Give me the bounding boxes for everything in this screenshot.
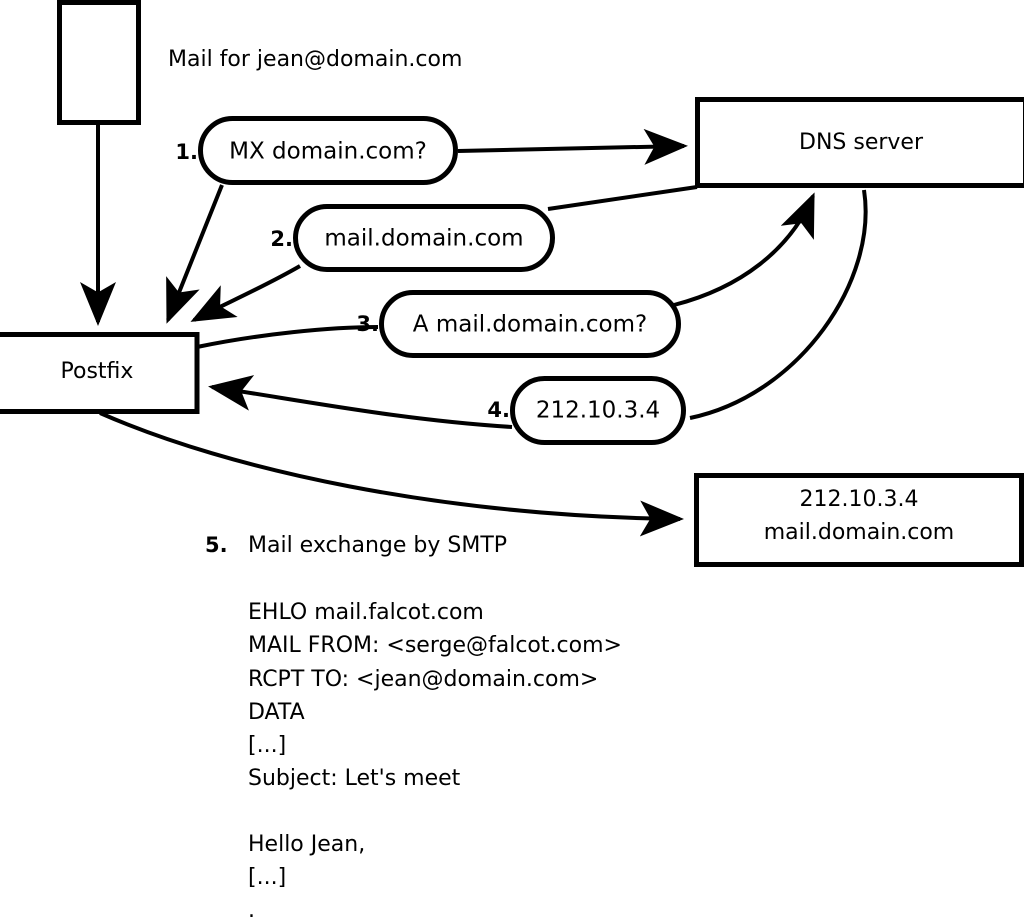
transcript-line: [...] [248,865,286,890]
bubble-step-1-label: MX domain.com? [229,139,427,165]
transcript-line: MAIL FROM: <serge@falcot.com> [248,633,622,658]
step-2-number: 2. [270,227,293,251]
edge-postfix-to-step3 [196,325,379,349]
step-5-number: 5. [205,533,228,557]
edge-dns-to-step4 [689,189,868,420]
edge-step4-to-postfix [208,375,513,429]
remote-mx-hostname: mail.domain.com [764,520,955,545]
sender-box [57,0,141,125]
edge-step1-to-dns [457,128,688,165]
step-5-label: Mail exchange by SMTP [248,533,507,558]
postfix-label: Postfix [61,359,134,384]
diagram-title-text: Mail for jean@domain.com [168,47,462,72]
transcript-line: RCPT TO: <jean@domain.com> [248,667,598,692]
transcript-line: Subject: Let's meet [248,766,461,791]
bubble-step-1 [198,116,458,185]
step-4-number: 4. [487,398,510,422]
transcript-line: [...] [248,733,286,758]
remote-mx-ip: 212.10.3.4 [800,487,919,512]
postfix-box [0,332,200,414]
edge-postfix-to-step1 [166,184,224,324]
bubble-step-3-label: A mail.domain.com? [413,312,647,338]
bubble-step-2 [293,204,555,272]
dns-server-box [695,97,1024,188]
edge-dns-to-step2 [547,185,698,211]
bubble-step-2-label: mail.domain.com [324,226,523,252]
step-3-number: 3. [356,312,379,336]
edge-step2-to-postfix [190,264,302,322]
transcript-line: EHLO mail.falcot.com [248,600,484,625]
transcript-line: Hello Jean, [248,832,365,857]
remote-mx-box [694,473,1024,567]
bubble-step-3 [379,290,681,358]
edge-postfix-to-remote-mx [99,411,684,537]
bubble-step-4 [510,376,686,445]
bubble-step-4-label: 212.10.3.4 [536,398,660,424]
dns-server-label: DNS server [799,130,924,155]
transcript-line: DATA [248,700,305,725]
smtp-transcript: EHLO mail.falcot.com MAIL FROM: <serge@f… [248,600,622,919]
transcript-line: . [248,898,255,919]
edge-step3-to-dns [673,192,815,307]
step-1-number: 1. [175,140,198,164]
